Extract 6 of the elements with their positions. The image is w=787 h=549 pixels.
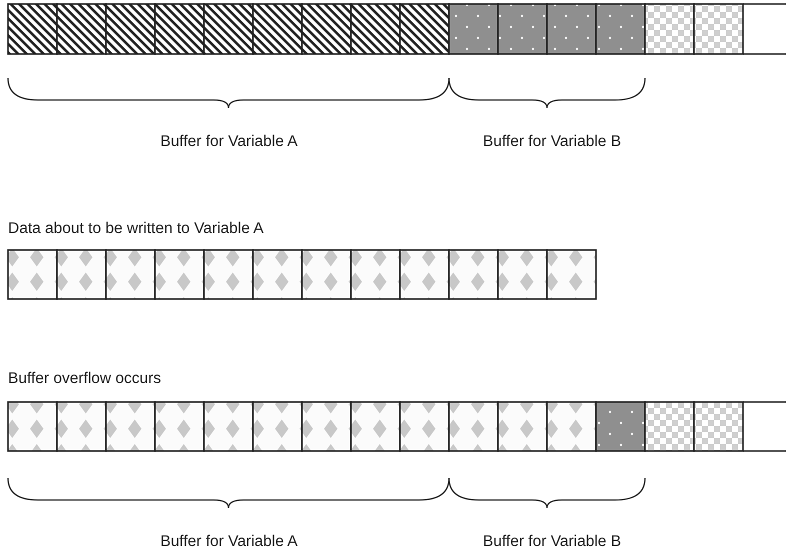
buffer-label: Buffer for Variable A — [160, 533, 298, 549]
buffer-label: Buffer for Variable B — [482, 133, 622, 151]
caption-text: Data about to be written to Variable A — [8, 220, 264, 238]
caption-text: Buffer overflow occurs — [8, 370, 162, 388]
buffer-label: Buffer for Variable A — [160, 133, 298, 151]
buffer-label: Buffer for Variable B — [482, 533, 622, 549]
